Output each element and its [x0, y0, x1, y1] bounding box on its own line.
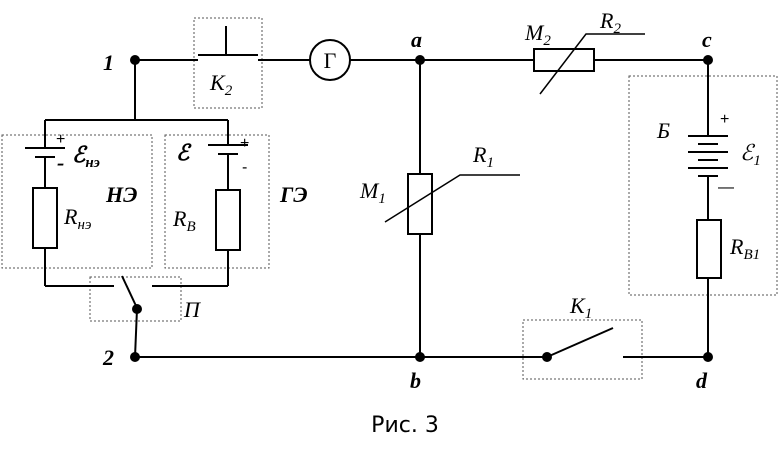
rb1-label: RB1 [729, 234, 760, 263]
switch-p-label: П [183, 297, 201, 322]
battery-plus-sign: + [720, 111, 729, 128]
k1-label: K1 [569, 293, 592, 322]
node-d-label: d [696, 368, 708, 393]
ne-minus-sign: - [57, 150, 64, 175]
r1-slider-arrow [384, 174, 520, 223]
rne-label: Rнэ [63, 204, 92, 233]
ge-cell-branch [208, 120, 248, 286]
node-c-label: c [702, 27, 712, 52]
k1-blade [546, 327, 614, 358]
node-b-label: b [410, 368, 421, 393]
ene-label: ℰнэ [72, 142, 100, 171]
figure-caption: Рис. 3 [371, 413, 439, 438]
k2-enclosure [193, 17, 263, 109]
m1-resistor [407, 173, 433, 235]
battery-minus-sign: — [718, 179, 734, 196]
m2-resistor [533, 48, 595, 72]
r1-label: R1 [472, 142, 494, 171]
node-a-label: a [411, 27, 422, 52]
rne-resistor [32, 187, 58, 249]
ne-label: НЭ [105, 182, 137, 207]
node-1-label: 1 [103, 50, 114, 75]
k1-enclosure [522, 319, 643, 380]
rb1-resistor [696, 219, 722, 279]
ge-plus-sign: + [240, 135, 249, 152]
ne-plus-sign: + [56, 131, 65, 148]
rv-label: RB [172, 206, 196, 235]
switch-p-blade [121, 275, 138, 309]
ne-cell-branch [25, 120, 65, 286]
ne-enclosure [1, 134, 153, 269]
ge-label: ГЭ [279, 182, 308, 207]
battery-enclosure [628, 75, 778, 296]
node-2-label: 2 [102, 345, 114, 370]
galvanometer-symbol [309, 39, 351, 81]
r2-label: R2 [599, 8, 621, 37]
wire-switch-to-node2 [134, 308, 138, 358]
e1-label: ℰ1 [740, 140, 761, 169]
galvanometer-label: Г [324, 48, 337, 73]
k2-label: K2 [209, 70, 233, 99]
ge-minus-sign: - [242, 159, 247, 176]
ge-enclosure [164, 134, 270, 269]
switch-p-enclosure [89, 276, 182, 322]
m1-label: M1 [359, 178, 386, 207]
battery-label: Б [656, 118, 670, 143]
m2-label: M2 [524, 20, 551, 49]
e-ge-label: ℰ [176, 140, 192, 165]
top-wire [135, 26, 708, 61]
r2-slider-arrow [539, 33, 645, 95]
rv-resistor [215, 189, 241, 251]
battery-symbol [688, 135, 728, 177]
